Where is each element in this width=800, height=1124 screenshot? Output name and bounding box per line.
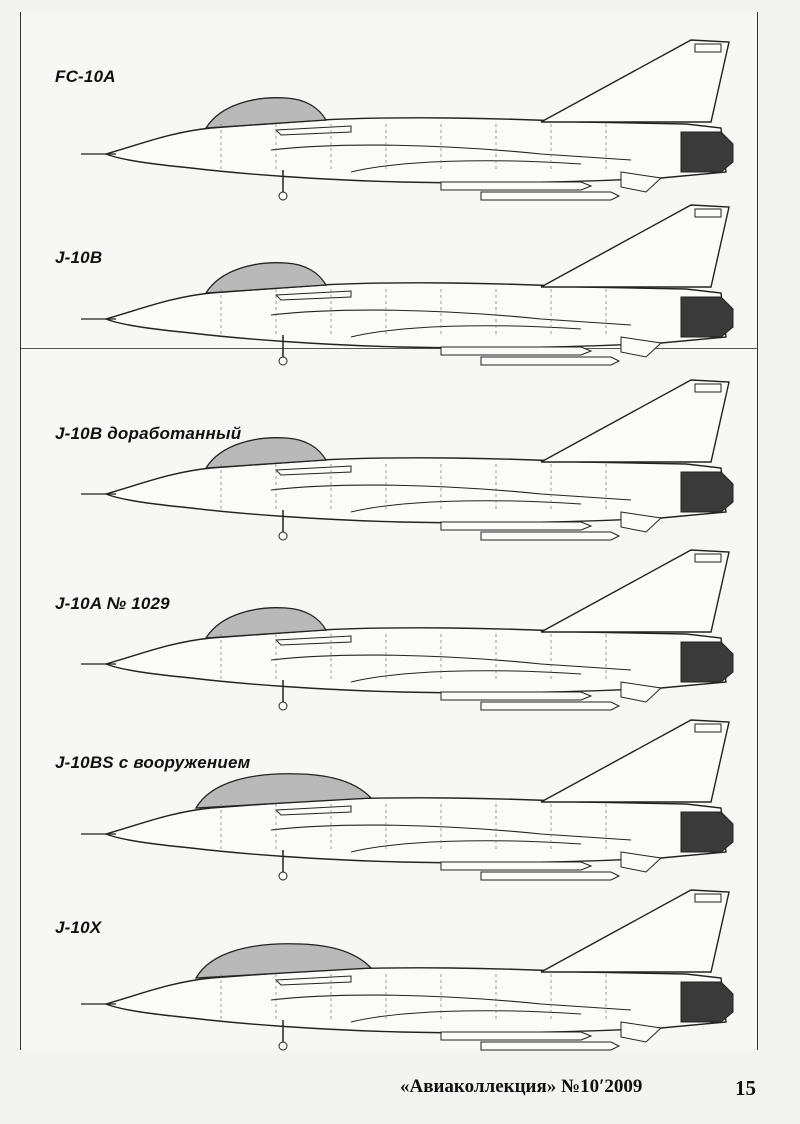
ventral-line bbox=[350, 1010, 582, 1023]
ventral-fin bbox=[620, 511, 663, 533]
canard bbox=[274, 805, 352, 816]
wing-root-line bbox=[270, 484, 632, 501]
caption-fc-10a: FC-10A bbox=[55, 67, 116, 86]
ventral-fin bbox=[620, 1021, 663, 1043]
missile-store bbox=[480, 1041, 621, 1051]
ventral-line bbox=[350, 325, 582, 338]
aircraft-drawing-j-10bs bbox=[81, 719, 734, 881]
canard bbox=[274, 975, 352, 986]
page-footer: «Авиаколлекция» №10′2009 15 bbox=[0, 1076, 800, 1106]
caption-j-10x: J-10X bbox=[55, 918, 102, 937]
tail-fairing bbox=[694, 893, 722, 903]
fuselage-outline bbox=[103, 627, 727, 694]
section-divider bbox=[21, 348, 757, 349]
canard bbox=[274, 290, 352, 301]
tail-fairing bbox=[694, 208, 722, 218]
fuselage-outline bbox=[103, 457, 727, 524]
fuselage-outline bbox=[103, 117, 727, 184]
aircraft-drawing-j-10a-1029 bbox=[81, 549, 734, 711]
missile-store bbox=[440, 691, 593, 701]
vertical-tail bbox=[540, 889, 730, 973]
ventral-line bbox=[350, 670, 582, 683]
ventral-line bbox=[350, 160, 582, 173]
canopy bbox=[204, 607, 328, 639]
wing-root-line bbox=[270, 824, 632, 841]
engine-nozzle bbox=[680, 471, 734, 513]
missile-store bbox=[480, 871, 621, 881]
caption-j-10b: J-10B bbox=[55, 248, 103, 267]
missile-store bbox=[440, 1031, 593, 1041]
canard bbox=[274, 465, 352, 476]
canopy bbox=[204, 97, 328, 129]
canard bbox=[274, 125, 352, 136]
vertical-tail bbox=[540, 39, 730, 123]
missile-store bbox=[480, 701, 621, 711]
canopy bbox=[194, 773, 373, 809]
ventral-fin bbox=[620, 171, 663, 193]
fuselage-outline bbox=[103, 282, 727, 349]
missile-store bbox=[440, 181, 593, 191]
aircraft-drawing-j-10x bbox=[81, 889, 734, 1051]
canard bbox=[274, 635, 352, 646]
engine-nozzle bbox=[680, 981, 734, 1023]
canopy bbox=[204, 437, 328, 469]
page-number: 15 bbox=[735, 1076, 756, 1100]
caption-j-10a-1029: J-10A № 1029 bbox=[55, 594, 170, 613]
nose-wheel bbox=[278, 356, 288, 366]
wing-root-line bbox=[270, 309, 632, 326]
missile-store bbox=[440, 346, 593, 356]
vertical-tail bbox=[540, 719, 730, 803]
ventral-fin bbox=[620, 336, 663, 358]
engine-nozzle bbox=[680, 641, 734, 683]
tail-fairing bbox=[694, 723, 722, 733]
nose-wheel bbox=[278, 191, 288, 201]
missile-store bbox=[480, 356, 621, 366]
missile-store bbox=[480, 531, 621, 541]
caption-j-10b-modified: J-10B доработанный bbox=[55, 424, 242, 443]
tail-fairing bbox=[694, 553, 722, 563]
ventral-line bbox=[350, 840, 582, 853]
engine-nozzle bbox=[680, 131, 734, 173]
aircraft-drawing-fc-10a bbox=[81, 39, 734, 201]
engine-nozzle bbox=[680, 296, 734, 338]
drawing-frame: FC-10A J-10B J-10B доработанный J-10A № … bbox=[20, 12, 758, 1051]
tail-fairing bbox=[694, 43, 722, 53]
vertical-tail bbox=[540, 204, 730, 288]
nose-wheel bbox=[278, 701, 288, 711]
missile-store bbox=[440, 521, 593, 531]
canopy bbox=[194, 943, 373, 979]
ventral-fin bbox=[620, 851, 663, 873]
ventral-line bbox=[350, 500, 582, 513]
nose-wheel bbox=[278, 871, 288, 881]
missile-store bbox=[480, 191, 621, 201]
nose-wheel bbox=[278, 1041, 288, 1051]
ventral-fin bbox=[620, 681, 663, 703]
missile-store bbox=[440, 861, 593, 871]
wing-root-line bbox=[270, 144, 632, 161]
engine-nozzle bbox=[680, 811, 734, 853]
aircraft-drawing-j-10b bbox=[81, 204, 734, 366]
wing-root-line bbox=[270, 654, 632, 671]
vertical-tail bbox=[540, 379, 730, 463]
vertical-tail bbox=[540, 549, 730, 633]
journal-title: «Авиаколлекция» №10′2009 bbox=[400, 1076, 643, 1097]
caption-j-10bs: J-10BS с вооружением bbox=[55, 753, 251, 772]
wing-root-line bbox=[270, 994, 632, 1011]
aircraft-drawing-j-10b-modified bbox=[81, 379, 734, 541]
canopy bbox=[204, 262, 328, 294]
nose-wheel bbox=[278, 531, 288, 541]
tail-fairing bbox=[694, 383, 722, 393]
